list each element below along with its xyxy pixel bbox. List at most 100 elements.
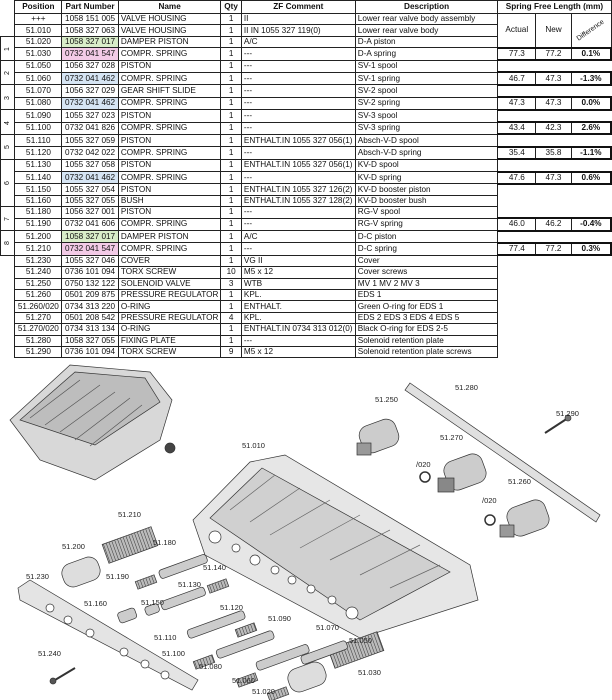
name-cell: COMPR. SPRING [117, 217, 222, 232]
screw-51290 [544, 417, 569, 434]
label-51090: 51.090 [268, 614, 291, 623]
description-cell: KV-D spring [354, 171, 499, 185]
group-label: 4 [0, 109, 16, 135]
qty-cell: 1 [220, 206, 242, 219]
name-cell: PISTON [117, 183, 222, 196]
position-cell: 51.200 [14, 230, 63, 244]
description-cell: Black O-ring for EDS 2-5 [354, 323, 499, 336]
zf-comment-cell: --- [240, 109, 356, 123]
position-cell: 51.290 [14, 345, 63, 359]
spring-empty [498, 159, 536, 171]
part-number-cell: 0732 041 462 [61, 96, 119, 111]
description-cell: D-C spring [354, 242, 499, 256]
part-number-cell: 0501 209 875 [61, 288, 119, 302]
description-cell: SV-1 spring [354, 71, 499, 86]
spring-empty [498, 85, 536, 97]
label-51260: 51.260 [508, 477, 531, 486]
label-51250: 51.250 [375, 395, 398, 404]
zf-comment-cell: --- [240, 206, 356, 219]
part-number-cell: 0732 041 606 [61, 217, 119, 232]
group-empty [1, 289, 15, 300]
zf-comment-cell: ENTHALT.IN 1055 327 126(2) [240, 183, 356, 196]
description-cell: SV-2 spring [354, 96, 499, 111]
position-cell: 51.060 [14, 71, 63, 86]
qty-cell: 4 [220, 311, 242, 325]
pressure-regulator-51260 [499, 499, 550, 538]
part-number-cell: 1058 151 005 [61, 12, 119, 26]
label-51140: 51.140 [203, 563, 226, 572]
valve-body-51010 [192, 454, 479, 639]
position-cell: 51.250 [14, 277, 63, 291]
label-51110: 51.110 [154, 633, 176, 642]
actual-header: Actual [497, 12, 537, 49]
qty-cell: 1 [220, 12, 242, 26]
difference-cell: 0.0% [570, 96, 612, 111]
actual-length-cell: 46.7 [497, 71, 537, 86]
description-cell: RG-V spool [354, 206, 499, 219]
cover-51230 [17, 579, 199, 691]
new-length-cell: 47.3 [535, 96, 572, 111]
qty-cell: 1 [220, 194, 242, 208]
spring-empty [536, 231, 571, 243]
part-number-cell: 0732 041 462 [61, 71, 119, 86]
difference-cell: 0.6% [570, 170, 612, 186]
label-51050: 51.050 [349, 636, 372, 645]
qty-cell: 1 [220, 96, 242, 111]
position-cell: 51.180 [14, 206, 63, 219]
description-cell: EDS 2 EDS 3 EDS 4 EDS 5 [354, 311, 499, 325]
label-51020: 51.020 [252, 687, 275, 696]
label-51080: 51.080 [199, 662, 222, 671]
part-number-cell: 0736 101 094 [61, 266, 119, 279]
group-empty [1, 312, 15, 323]
zf-comment-cell: --- [240, 96, 356, 111]
part-number-cell: 1055 327 059 [61, 133, 119, 148]
description-cell: SV-3 spool [354, 109, 499, 123]
part-number-cell: 1055 327 054 [61, 183, 119, 196]
qty-cell: 1 [220, 300, 242, 313]
qty-cell: 1 [220, 183, 242, 196]
spring-empty [536, 134, 571, 146]
label-51270-020: /020 [416, 460, 431, 469]
part-number-cell: 1056 327 028 [61, 59, 119, 73]
qty-cell: 1 [220, 230, 242, 244]
zf-comment-cell: A/C [240, 230, 356, 244]
zf-comment-cell: --- [240, 242, 356, 256]
position-cell: 51.230 [14, 254, 63, 268]
o-ring-51260-020 [484, 514, 496, 526]
o-ring-51270-020 [419, 471, 431, 483]
diagram-labels: 51.280 51.290 51.250 51.010 51.270 /020 … [26, 383, 579, 696]
part-number-cell: 0732 041 547 [61, 242, 119, 256]
actual-length-cell: 47.6 [497, 170, 537, 186]
group-label: 6 [0, 158, 16, 208]
group-empty [1, 25, 15, 36]
part-number-cell: 1058 327 063 [61, 24, 119, 37]
description-cell: Lower rear valve body assembly [354, 12, 499, 26]
qty-cell: 1 [220, 121, 242, 135]
part-number-cell: 0732 041 826 [61, 121, 119, 135]
qty-cell: 1 [220, 47, 242, 61]
zf-comment-cell: WTB [240, 277, 356, 291]
description-cell: Lower rear valve body [354, 24, 499, 37]
description-cell: MV 1 MV 2 MV 3 [354, 277, 499, 291]
qty-cell: 1 [220, 242, 242, 256]
position-cell: 51.260 [14, 288, 63, 302]
description-cell: D-C piston [354, 230, 499, 244]
group-number: 5 [3, 145, 11, 150]
header-spring-free-length: Spring Free Length (mm) [497, 0, 612, 14]
name-cell: COMPR. SPRING [117, 121, 222, 135]
position-cell: 51.030 [14, 47, 63, 61]
group-empty [1, 14, 15, 25]
part-number-cell: 1056 327 001 [61, 206, 119, 219]
qty-cell: 1 [220, 109, 242, 123]
new-length-cell: 77.2 [535, 46, 572, 62]
header-name: Name [117, 0, 222, 14]
label-51150: 51.150 [141, 598, 164, 607]
